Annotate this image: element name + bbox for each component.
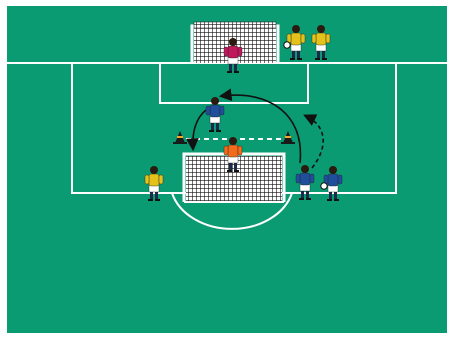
ball (284, 42, 290, 48)
top-goal-crossbar (194, 22, 276, 28)
ball (321, 183, 327, 189)
